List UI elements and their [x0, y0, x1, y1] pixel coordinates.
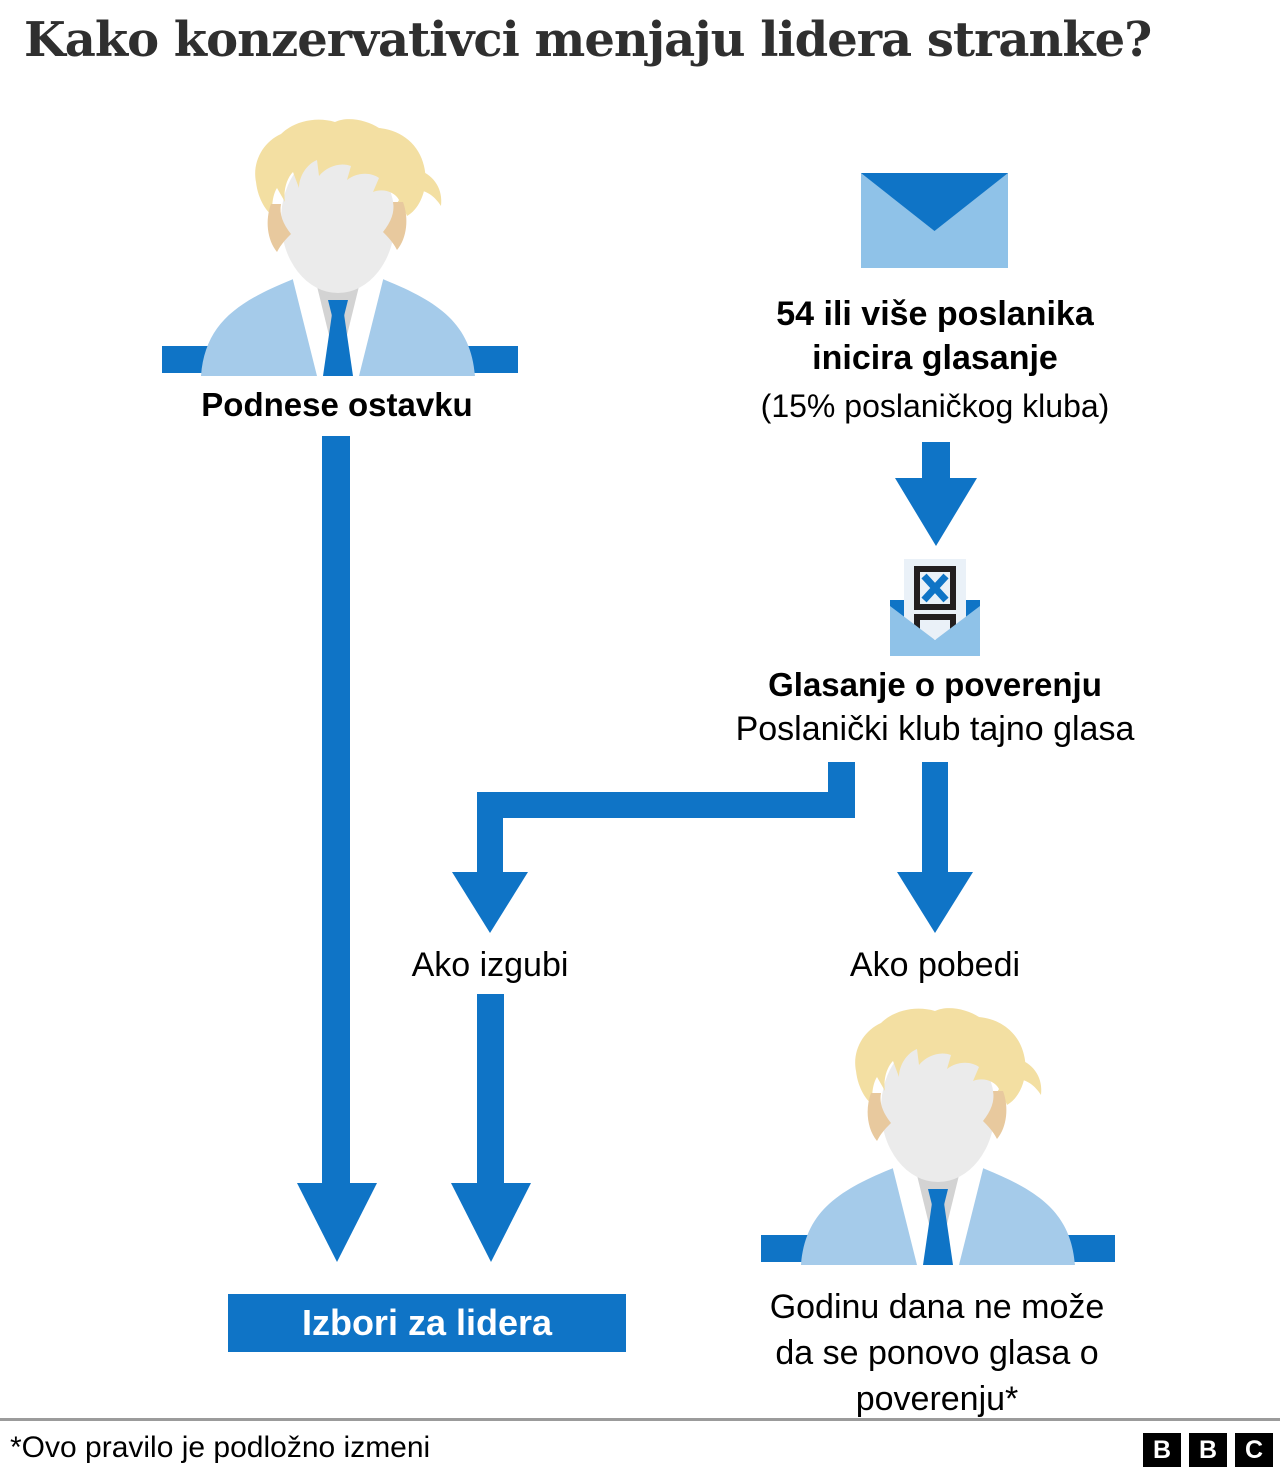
bbc-logo-block: B: [1143, 1433, 1181, 1467]
win-label: Ako pobedi: [849, 946, 1021, 984]
arrow-down-icon: [451, 1183, 531, 1262]
footnote: *Ovo pravilo je podložno izmeni: [10, 1431, 431, 1464]
lose-label: Ako izgubi: [411, 946, 569, 984]
initiate-text-block: 54 ili više poslanika inicira glasanje (…: [685, 292, 1185, 428]
arrow-down-icon: [897, 872, 973, 933]
election-box: Izbori za lidera: [228, 1294, 626, 1352]
person-icon: [797, 1007, 1077, 1265]
initiate-arrow-shaft: [922, 442, 950, 482]
envelope-icon: [861, 173, 1008, 268]
initiate-note: (15% poslaničkog kluba): [760, 388, 1110, 424]
resign-arrow-shaft: [322, 436, 350, 1186]
win-branch-shaft: [922, 762, 948, 874]
ballot-box-icon: [890, 556, 980, 656]
vote-title: Glasanje o poverenju: [768, 666, 1102, 703]
bbc-logo-block: B: [1189, 1433, 1227, 1467]
vote-subtitle: Poslanički klub tajno glasa: [735, 710, 1135, 748]
win-note-line2: da se ponovo glasa o: [775, 1334, 1099, 1372]
resign-label: Podnese ostavku: [201, 386, 473, 423]
arrow-down-icon: [297, 1183, 377, 1262]
arrow-down-icon: [452, 872, 528, 933]
win-note-line3: poverenju*: [855, 1380, 1019, 1418]
initiate-line2: inicira glasanje: [812, 339, 1058, 377]
footer-divider: [0, 1418, 1280, 1421]
initiate-line1: 54 ili više poslanika: [776, 295, 1094, 333]
branch-horizontal-bar: [477, 792, 855, 818]
person-icon: [197, 118, 477, 376]
page-title: Kako konzervativci menjaju lidera strank…: [24, 12, 1152, 68]
bbc-logo-block: C: [1235, 1433, 1273, 1467]
lose-arrow-shaft: [477, 994, 504, 1186]
win-note-line1: Godinu dana ne može: [769, 1288, 1105, 1326]
vote-text-block: Glasanje o poverenju Poslanički klub taj…: [660, 664, 1210, 752]
arrow-down-icon: [895, 478, 977, 546]
win-note-block: Godinu dana ne može da se ponovo glasa o…: [687, 1284, 1187, 1422]
lose-branch-shaft: [477, 792, 503, 876]
